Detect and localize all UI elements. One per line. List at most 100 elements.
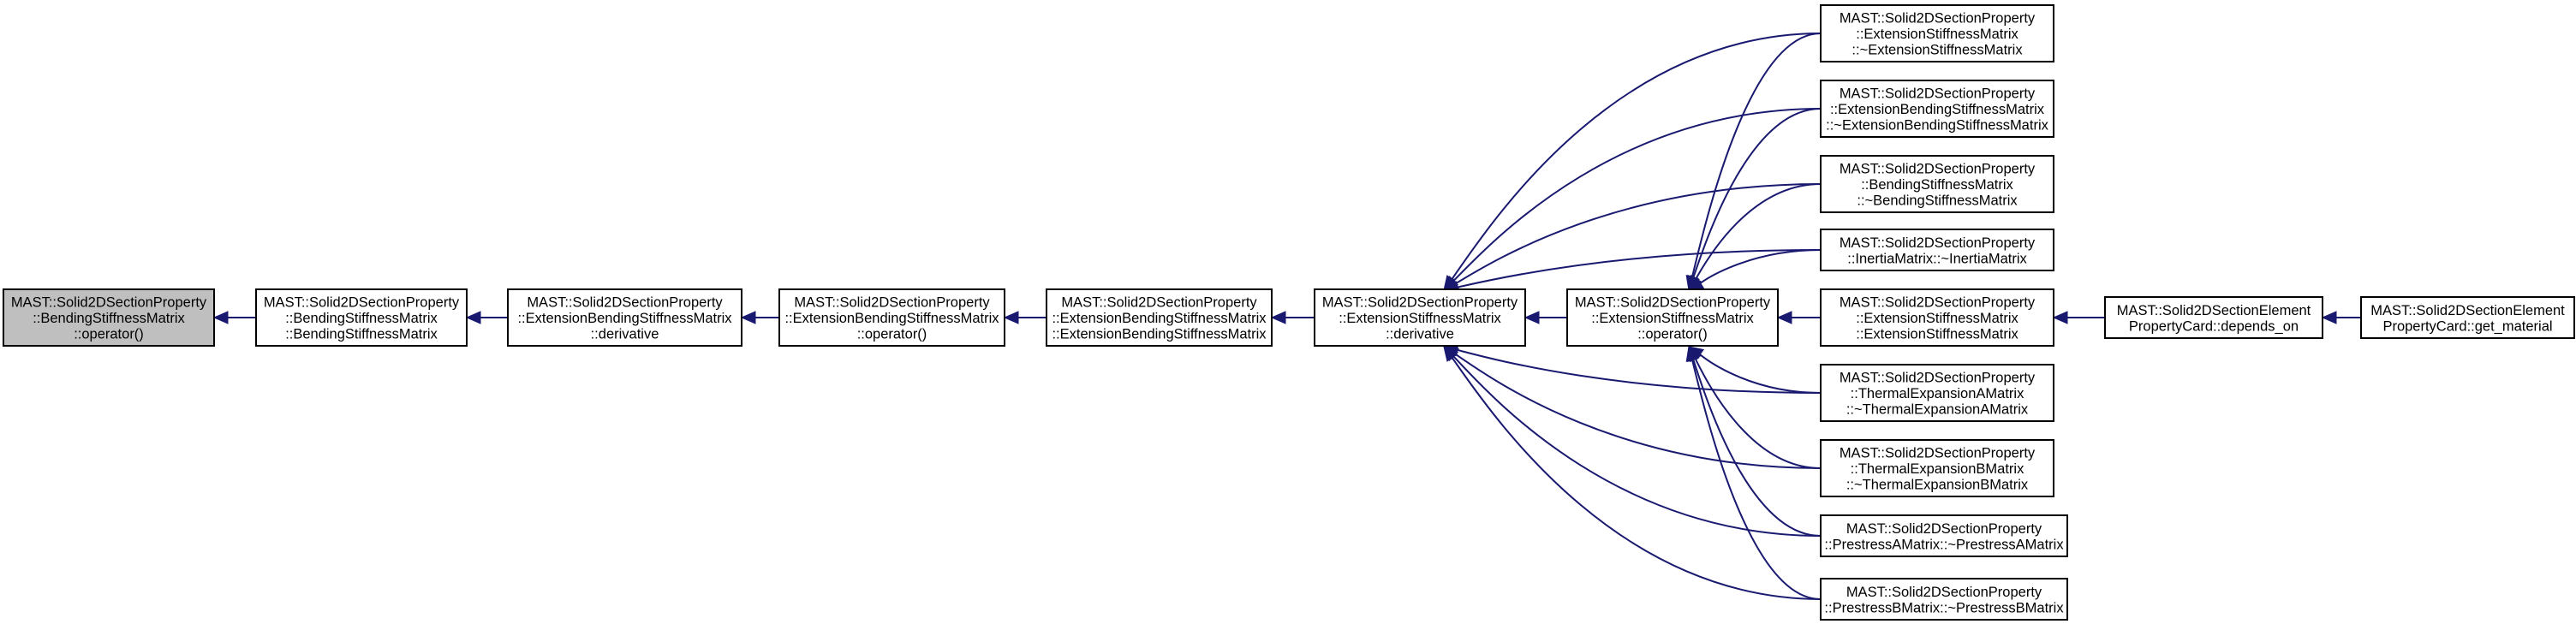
node-label-line: ::operator() xyxy=(74,327,144,342)
node-mast-solid2dsectionproperty-extensionstiffnessmatrix-derivative[interactable]: MAST::Solid2DSectionProperty::ExtensionS… xyxy=(1314,288,1526,347)
edge-n7-to-n6 xyxy=(1691,33,1822,277)
node-mast-solid2dsectionproperty-extensionstiffnessmatrix-extensionstiffnessmatrix[interactable]: MAST::Solid2DSectionProperty::ExtensionS… xyxy=(1820,288,2054,347)
node-label-line: MAST::Solid2DSectionElement xyxy=(2370,303,2565,318)
node-box xyxy=(1314,288,1526,347)
edge-n13-to-n5 xyxy=(1454,353,1822,469)
node-label-line: MAST::Solid2DSectionProperty xyxy=(1846,585,2042,600)
edge-n3-to-n2-arrowhead xyxy=(740,311,756,324)
node-label-line: ::ExtensionStiffnessMatrix xyxy=(1339,311,1501,326)
edge-n6-to-n5-arrowhead xyxy=(1524,311,1540,324)
node-mast-solid2dsectionproperty-inertiamatrix-inertiamatrix[interactable]: MAST::Solid2DSectionProperty::InertiaMat… xyxy=(1820,229,2054,271)
node-label-line: ::ExtensionBendingStiffnessMatrix xyxy=(784,311,999,326)
edge-n14-to-n5 xyxy=(1452,355,1822,537)
node-label-line: ::derivative xyxy=(591,327,659,342)
node-box xyxy=(2360,296,2575,339)
node-mast-solid2dsectionproperty-extensionbendingstiffnessmatrix-derivative[interactable]: MAST::Solid2DSectionProperty::ExtensionB… xyxy=(507,288,742,347)
node-label-line: ::PrestressAMatrix::~PrestressAMatrix xyxy=(1824,537,2064,552)
edge-n5-to-n4-arrowhead xyxy=(1270,311,1286,324)
node-box xyxy=(1820,80,2054,138)
node-label-line: MAST::Solid2DSectionProperty xyxy=(527,295,723,311)
node-label-line: ::ExtensionStiffnessMatrix xyxy=(1591,311,1754,326)
node-label-line: MAST::Solid2DSectionProperty xyxy=(1840,11,2036,27)
node-box xyxy=(1820,288,2054,347)
edge-n12-to-n6 xyxy=(1699,354,1822,394)
edge-n14-to-n6 xyxy=(1692,359,1822,537)
node-mast-solid2dsectionproperty-extensionbendingstiffnessmatrix-operator[interactable]: MAST::Solid2DSectionProperty::ExtensionB… xyxy=(778,288,1005,347)
node-label-line: ::BendingStiffnessMatrix xyxy=(1861,177,2013,193)
node-label-line: ::~ThermalExpansionBMatrix xyxy=(1846,478,2029,493)
node-label-line: MAST::Solid2DSectionProperty xyxy=(11,295,207,311)
edge-n10-to-n6 xyxy=(1700,249,1822,284)
node-mast-solid2dsectionelement-propertycard-get-material[interactable]: MAST::Solid2DSectionElementPropertyCard:… xyxy=(2360,296,2575,339)
edge-n13-to-n6 xyxy=(1694,358,1822,469)
node-mast-solid2dsectionproperty-prestressbmatrix-prestressbmatrix[interactable]: MAST::Solid2DSectionProperty::PrestressB… xyxy=(1820,578,2068,621)
node-mast-solid2dsectionproperty-bendingstiffnessmatrix-bendingstiffnessmatrix[interactable]: MAST::Solid2DSectionProperty::BendingSti… xyxy=(255,288,468,347)
node-label-line: MAST::Solid2DSectionProperty xyxy=(1840,295,2036,311)
node-box xyxy=(1566,288,1779,347)
node-mast-solid2dsectionproperty-extensionbendingstiffnessmatrix-extensionbendingstiffnessmatrix[interactable]: MAST::Solid2DSectionProperty::ExtensionB… xyxy=(1820,80,2054,138)
node-label-line: ::ExtensionStiffnessMatrix xyxy=(1856,27,2018,42)
node-box xyxy=(1820,4,2054,62)
node-label-line: MAST::Solid2DSectionProperty xyxy=(1322,295,1518,311)
node-label-line: MAST::Solid2DSectionProperty xyxy=(264,295,460,311)
node-label-line: ::BendingStiffnessMatrix xyxy=(33,311,185,326)
node-box xyxy=(1820,229,2054,271)
node-box xyxy=(778,288,1005,347)
node-label-line: ::InertiaMatrix::~InertiaMatrix xyxy=(1847,251,2027,266)
node-label-line: MAST::Solid2DSectionProperty xyxy=(1575,295,1771,311)
edge-n8-to-n6 xyxy=(1692,108,1822,278)
node-box xyxy=(507,288,742,347)
node-mast-solid2dsectionproperty-extensionstiffnessmatrix-operator[interactable]: MAST::Solid2DSectionProperty::ExtensionS… xyxy=(1566,288,1779,347)
edge-n12-to-n5 xyxy=(1457,348,1822,394)
node-mast-solid2dsectionproperty-extensionstiffnessmatrix-extensionstiffnessmatrix[interactable]: MAST::Solid2DSectionProperty::ExtensionS… xyxy=(1820,4,2054,62)
node-label-line: ::~ExtensionStiffnessMatrix xyxy=(1852,43,2023,58)
edge-n4-to-n3-arrowhead xyxy=(1003,311,1019,324)
node-label-line: MAST::Solid2DSectionProperty xyxy=(1840,235,2036,251)
node-label-line: MAST::Solid2DSectionProperty xyxy=(794,295,990,311)
edge-n8-to-n5 xyxy=(1452,108,1822,282)
node-label-line: ::ExtensionStiffnessMatrix xyxy=(1856,327,2018,342)
node-mast-solid2dsectionproperty-bendingstiffnessmatrix-operator[interactable]: MAST::Solid2DSectionProperty::BendingSti… xyxy=(3,288,215,347)
node-label-line: MAST::Solid2DSectionProperty xyxy=(1840,371,2036,386)
edge-n17-to-n16-arrowhead xyxy=(2321,311,2337,324)
node-label-line: ::~ThermalExpansionAMatrix xyxy=(1846,402,2029,418)
node-label-line: ::ExtensionBendingStiffnessMatrix xyxy=(1830,102,2045,117)
edge-n1-to-n0-arrowhead xyxy=(212,311,229,324)
node-box xyxy=(255,288,468,347)
node-label-line: ::PrestressBMatrix::~PrestressBMatrix xyxy=(1824,600,2064,615)
edges-layer xyxy=(212,33,2361,600)
node-label-line: MAST::Solid2DSectionProperty xyxy=(1840,162,2036,177)
edge-n7-to-n5 xyxy=(1451,33,1822,280)
node-label-line: PropertyCard::depends_on xyxy=(2129,318,2299,334)
node-box xyxy=(2104,296,2323,339)
node-label-line: MAST::Solid2DSectionProperty xyxy=(1840,86,2036,102)
node-label-line: ::ExtensionBendingStiffnessMatrix xyxy=(1052,311,1267,326)
node-label-line: MAST::Solid2DSectionProperty xyxy=(1840,446,2036,461)
node-box xyxy=(3,288,215,347)
node-box xyxy=(1820,578,2068,621)
node-label-line: ::~ExtensionBendingStiffnessMatrix xyxy=(1826,118,2048,134)
node-label-line: MAST::Solid2DSectionProperty xyxy=(1061,295,1257,311)
node-box xyxy=(1820,155,2054,213)
node-label-line: ::ExtensionBendingStiffnessMatrix xyxy=(517,311,732,326)
node-mast-solid2dsectionproperty-prestressamatrix-prestressamatrix[interactable]: MAST::Solid2DSectionProperty::PrestressA… xyxy=(1820,514,2068,557)
node-label-line: ::operator() xyxy=(1637,327,1708,342)
node-mast-solid2dsectionproperty-extensionbendingstiffnessmatrix-extensionbendingstiffnessmatrix[interactable]: MAST::Solid2DSectionProperty::ExtensionB… xyxy=(1046,288,1273,347)
node-mast-solid2dsectionproperty-thermalexpansionamatrix-thermalexpansionamatrix[interactable]: MAST::Solid2DSectionProperty::ThermalExp… xyxy=(1820,364,2054,422)
edge-n9-to-n6 xyxy=(1695,183,1822,279)
node-box xyxy=(1046,288,1273,347)
node-mast-solid2dsectionproperty-thermalexpansionbmatrix-thermalexpansionbmatrix[interactable]: MAST::Solid2DSectionProperty::ThermalExp… xyxy=(1820,439,2054,497)
node-mast-solid2dsectionelement-propertycard-depends-on[interactable]: MAST::Solid2DSectionElementPropertyCard:… xyxy=(2104,296,2323,339)
node-label-line: ::operator() xyxy=(857,327,927,342)
edge-n2-to-n1-arrowhead xyxy=(465,311,481,324)
node-label-line: PropertyCard::get_material xyxy=(2382,318,2552,334)
node-box xyxy=(1820,439,2054,497)
edge-n15-to-n5 xyxy=(1451,357,1822,600)
node-mast-solid2dsectionproperty-bendingstiffnessmatrix-bendingstiffnessmatrix[interactable]: MAST::Solid2DSectionProperty::BendingSti… xyxy=(1820,155,2054,213)
node-label-line: ::~BendingStiffnessMatrix xyxy=(1857,193,2018,209)
edge-n10-to-n5 xyxy=(1457,249,1822,288)
node-label-line: ::ExtensionBendingStiffnessMatrix xyxy=(1052,327,1267,342)
node-label-line: ::BendingStiffnessMatrix xyxy=(285,311,438,326)
nodes-layer: MAST::Solid2DSectionProperty::BendingSti… xyxy=(3,4,2575,621)
